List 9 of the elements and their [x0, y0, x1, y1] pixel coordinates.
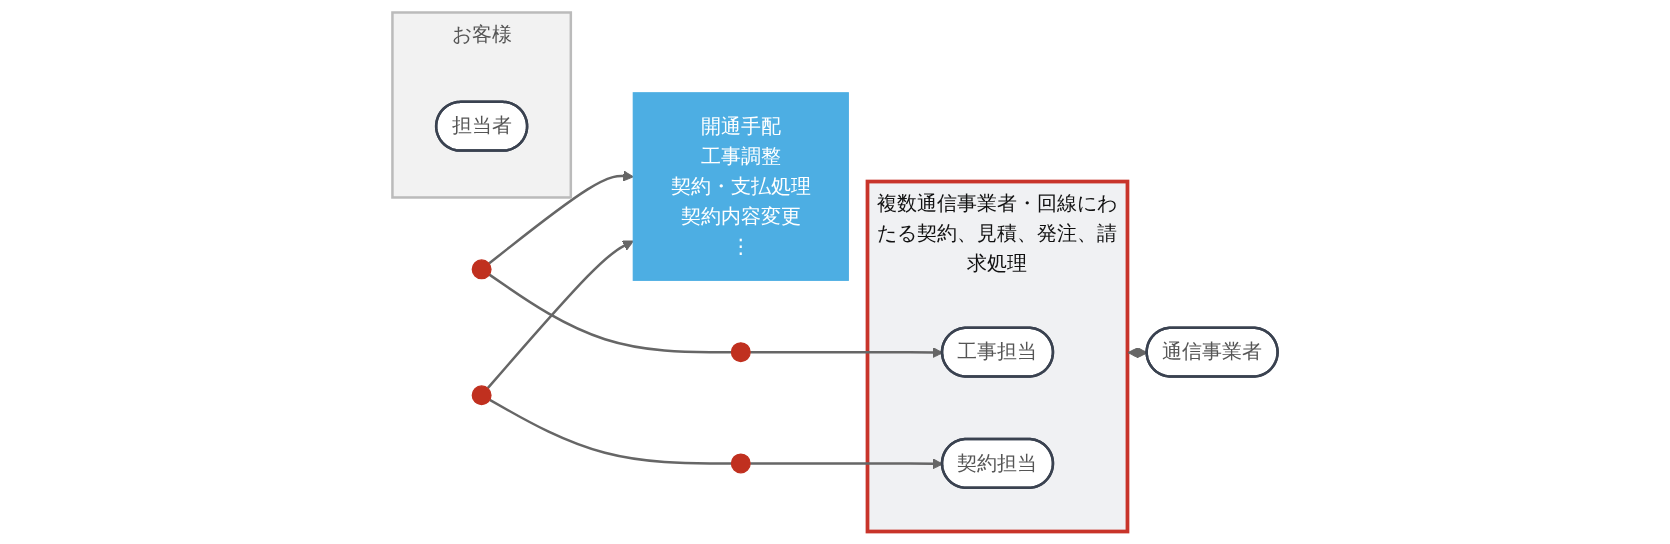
- node-circle: [471, 259, 492, 280]
- node-box: 開通手配 工事調整 契約・支払処理 契約内容変更 ⋮: [632, 92, 849, 281]
- node-circle: [471, 385, 492, 406]
- node-circle: [730, 453, 751, 474]
- arrow: [486, 240, 634, 389]
- connector: [489, 398, 732, 465]
- arrow: [488, 170, 634, 265]
- node-circle: [730, 342, 751, 363]
- connector: [488, 273, 732, 354]
